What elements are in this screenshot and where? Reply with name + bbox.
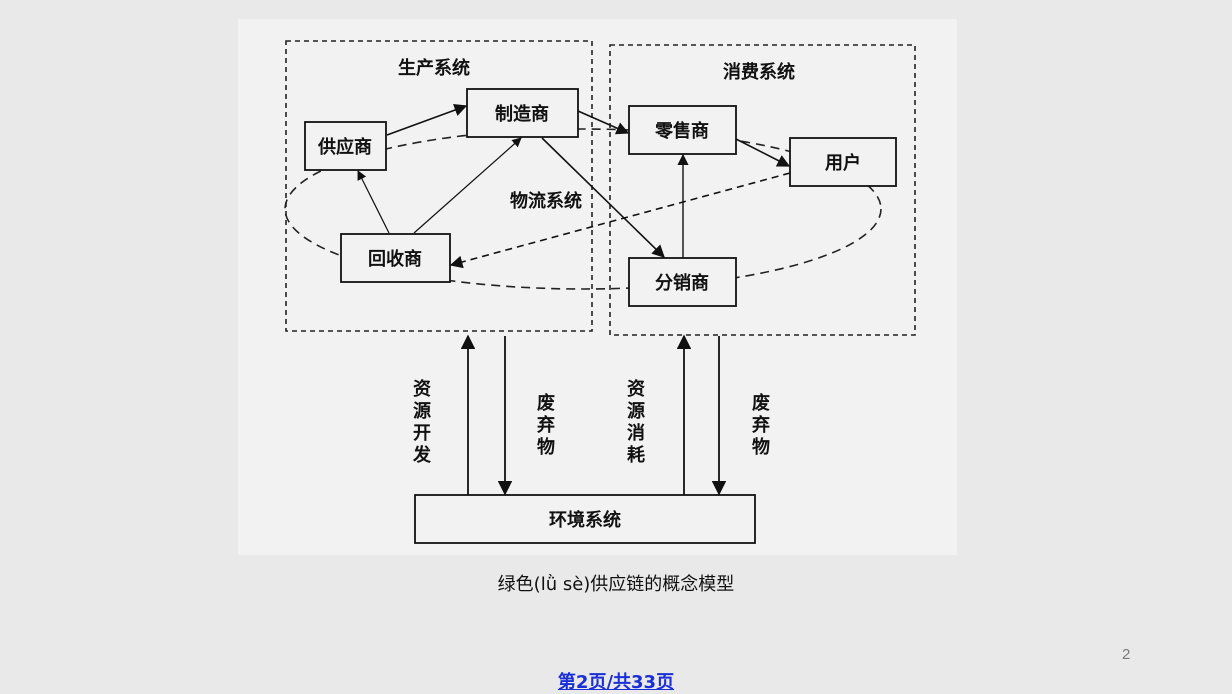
production-system-boundary xyxy=(285,40,593,332)
consumption-system-boundary xyxy=(609,44,916,336)
manufacturer-label: 制造商 xyxy=(495,103,549,125)
resource-development-char-2: 源 xyxy=(413,400,431,422)
production-system-label: 生产系统 xyxy=(398,57,470,79)
arrow-recycler-to-supplier xyxy=(357,170,390,234)
resource-development-char-4: 发 xyxy=(412,444,432,466)
page-footer-link[interactable]: 第2页/共33页 xyxy=(557,672,675,693)
environment-system-box xyxy=(414,494,756,544)
resource-consumption-char-3: 消 xyxy=(627,422,645,444)
figure-caption: 绿色(lǜ sè)供应链的概念模型 xyxy=(497,574,735,595)
supplier-box xyxy=(304,121,387,171)
logistics-system-label: 物流系统 xyxy=(510,190,582,212)
arrow-manufacturer-to-distributor xyxy=(541,137,665,258)
distributor-label: 分销商 xyxy=(655,272,709,294)
waste-right-char-3: 物 xyxy=(752,436,770,458)
page-number: 2 xyxy=(1122,646,1131,663)
distributor-box xyxy=(628,257,737,307)
waste-left-char-3: 物 xyxy=(537,436,555,458)
waste-right-char-2: 弃 xyxy=(752,414,770,436)
arrow-retailer-to-user xyxy=(735,138,791,167)
manufacturer-box xyxy=(466,88,579,138)
consumption-system-label: 消费系统 xyxy=(723,61,795,83)
recycler-label: 回收商 xyxy=(368,248,422,270)
arrow-user-to-recycler xyxy=(449,172,791,269)
retailer-label: 零售商 xyxy=(654,120,709,142)
waste-left-char-2: 弃 xyxy=(537,414,555,436)
resource-consumption-char-2: 源 xyxy=(627,400,645,422)
arrow-manufacturer-to-retailer xyxy=(577,110,630,135)
waste-right-char-1: 废 xyxy=(752,392,770,414)
supplier-label: 供应商 xyxy=(317,136,372,158)
arrow-supplier-to-manufacturer xyxy=(386,103,468,136)
resource-development-char-3: 开 xyxy=(413,423,431,444)
arrow-recycler-to-manufacturer xyxy=(413,137,522,234)
logistics-loop xyxy=(284,128,882,290)
user-label: 用户 xyxy=(825,152,861,174)
resource-consumption-char-1: 资 xyxy=(627,378,645,400)
resource-development-char-1: 资 xyxy=(413,378,431,400)
resource-consumption-char-4: 耗 xyxy=(627,444,645,466)
diagram-svg: 生产系统 消费系统 供应商 制造商 零售商 用户 物流系统 回收商 分销商 环境… xyxy=(284,40,916,544)
waste-left-char-1: 废 xyxy=(537,392,555,414)
environment-system-label: 环境系统 xyxy=(549,509,621,531)
green-supply-chain-diagram: 生产系统 消费系统 供应商 制造商 零售商 用户 物流系统 回收商 分销商 环境… xyxy=(238,19,957,555)
